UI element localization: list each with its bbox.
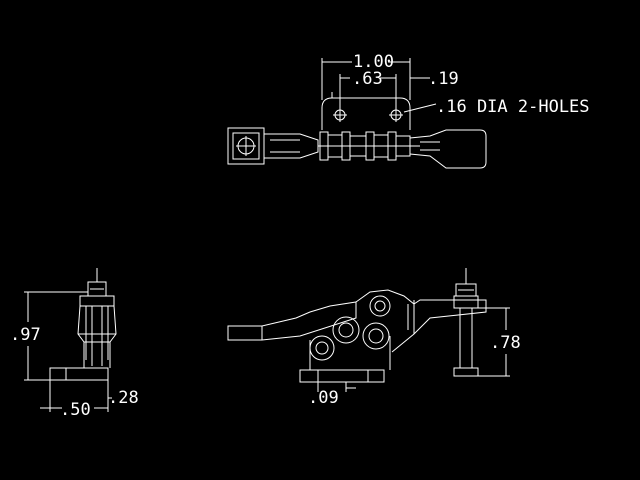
pivot-pin-inner — [338, 322, 354, 338]
mounting-plate — [321, 97, 411, 130]
arm-top — [79, 295, 115, 307]
pivot-pin — [369, 295, 391, 317]
spindle-block — [227, 127, 265, 165]
body-left — [77, 305, 85, 368]
leader-line — [403, 103, 437, 113]
pivot-pin — [332, 316, 360, 344]
handle — [409, 129, 487, 169]
base-plate — [49, 367, 109, 381]
pivot-pin-inner — [315, 341, 329, 355]
clamp-arm — [264, 133, 319, 159]
top-view: 1.00 .63 .19 .16 DIA 2-HOLES — [227, 52, 590, 169]
base-upright — [309, 336, 391, 370]
pivot-pin-inner — [368, 328, 384, 344]
dim-edge-distance: .19 — [428, 69, 459, 89]
base-plate — [299, 369, 385, 383]
linkage-arm — [355, 289, 487, 353]
dim-height: .97 — [10, 325, 41, 345]
dim-base-height: .28 — [108, 388, 139, 408]
hole-note: .16 DIA 2-HOLES — [436, 97, 590, 117]
dim-base-width: .50 — [60, 400, 91, 420]
pivot-pin — [309, 335, 335, 361]
dim-overall-width: 1.00 — [353, 52, 394, 72]
pivot-pin — [362, 322, 390, 350]
pivot-pin-inner — [374, 300, 386, 312]
dim-spindle-height: .78 — [490, 333, 521, 353]
spindle-block-inner — [232, 132, 260, 160]
side-view: .78 .09 — [227, 268, 521, 408]
end-view: .97 .28 .50 — [10, 268, 139, 420]
arm-clamp-block — [453, 295, 479, 309]
spindle-foot — [453, 367, 479, 377]
dim-offset: .09 — [308, 388, 339, 408]
body-right — [109, 305, 117, 368]
dim-hole-spacing: .63 — [352, 69, 383, 89]
